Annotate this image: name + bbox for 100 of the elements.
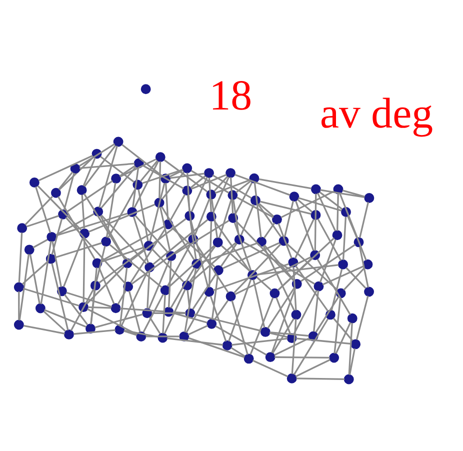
connector [342, 216, 347, 260]
connector [348, 348, 356, 375]
node-circle [56, 286, 67, 296]
connector [294, 264, 329, 312]
node-circle [29, 177, 40, 187]
connector [213, 219, 250, 272]
node-circle [182, 162, 192, 173]
connector [162, 294, 166, 333]
connector [120, 307, 164, 312]
node-circle [155, 152, 166, 162]
connector [332, 317, 354, 341]
connector [117, 290, 127, 304]
node-circle [50, 187, 61, 198]
node-circle [24, 244, 34, 254]
connector [236, 196, 274, 218]
connector [298, 196, 342, 212]
connector [257, 203, 282, 238]
node-circle [132, 179, 143, 190]
connector [280, 190, 334, 218]
node-circle [64, 328, 74, 339]
node-circle [332, 230, 342, 240]
node-circle [92, 148, 102, 158]
connector [56, 212, 128, 236]
connector [200, 242, 258, 263]
connector [128, 290, 141, 332]
connector [134, 214, 169, 253]
connector [267, 286, 296, 328]
node-circle [278, 235, 289, 246]
connector [158, 160, 162, 198]
connector [22, 287, 80, 306]
connector [293, 289, 318, 334]
connector [166, 336, 224, 346]
connector [78, 142, 116, 166]
label: av deg [320, 90, 434, 138]
connector [66, 180, 113, 212]
node-circle [222, 340, 232, 350]
node-circle [182, 185, 192, 196]
connector [315, 296, 340, 332]
node-circle [46, 253, 56, 264]
node-circle [364, 192, 374, 202]
connector [186, 289, 190, 309]
connector [218, 198, 232, 238]
connector [70, 288, 94, 330]
connector [208, 177, 212, 212]
node-circle [308, 330, 318, 341]
node-circle [110, 302, 121, 313]
node-circle [362, 258, 373, 269]
connector [356, 295, 369, 340]
connector [86, 266, 125, 304]
connector [173, 312, 208, 323]
connector [124, 330, 137, 336]
connector [106, 182, 116, 238]
connector [296, 337, 352, 344]
connector [81, 194, 86, 229]
connector [242, 240, 316, 284]
connector [190, 173, 227, 190]
node-circle [286, 332, 297, 343]
connector [347, 215, 358, 238]
connector [98, 145, 118, 208]
connector [63, 172, 75, 210]
node-circle [101, 236, 112, 246]
connector [186, 194, 194, 234]
node-circle [213, 264, 224, 275]
connector [140, 160, 158, 182]
connector [170, 193, 186, 220]
connector [190, 176, 208, 212]
connector [52, 240, 62, 287]
connector [234, 243, 282, 293]
connector [100, 155, 135, 182]
connector [319, 238, 336, 282]
connector [23, 324, 65, 334]
node-circle [206, 189, 216, 200]
node-circle [288, 256, 298, 267]
connector [58, 156, 94, 190]
connector [258, 178, 312, 189]
connector [168, 168, 184, 178]
node-circle [212, 236, 223, 247]
connector [26, 214, 60, 227]
connector [276, 296, 292, 334]
connector [250, 296, 274, 354]
connector [168, 244, 215, 288]
connector [194, 313, 262, 332]
connector [98, 247, 146, 284]
connector [342, 189, 365, 198]
node-circle [134, 158, 144, 168]
connector [192, 272, 217, 310]
node-circle [160, 173, 171, 184]
connector [100, 214, 148, 264]
node-circle [206, 318, 217, 328]
connector [269, 332, 288, 338]
connector [272, 318, 295, 353]
node-circle [70, 163, 80, 174]
node-circle [92, 258, 102, 268]
connector [194, 198, 210, 235]
connector [38, 154, 94, 181]
connector [214, 176, 228, 192]
connector [148, 316, 161, 334]
node-circle [144, 262, 155, 272]
node-circle [291, 309, 302, 320]
connector [29, 254, 40, 304]
